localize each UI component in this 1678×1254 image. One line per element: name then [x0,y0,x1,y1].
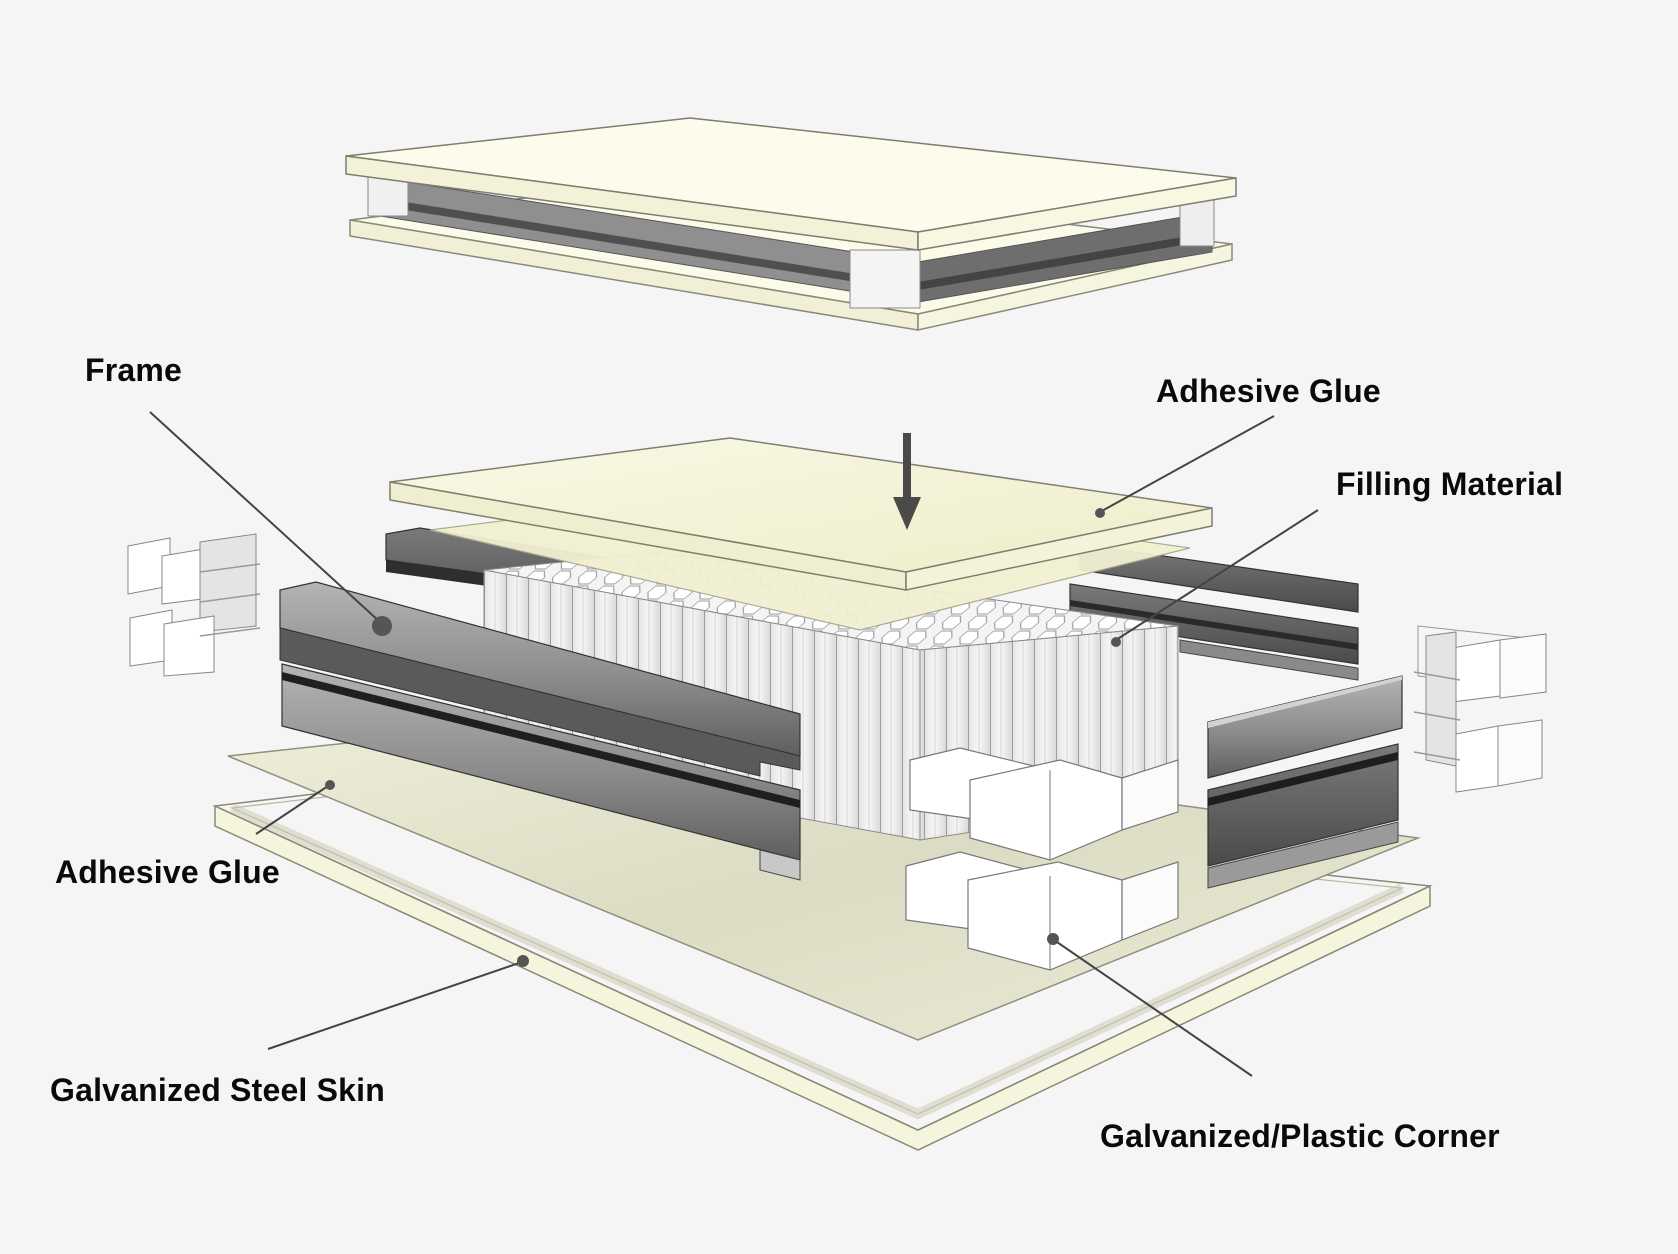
frame-rail-front-right [1207,675,1403,889]
frame-rail-back-right [1069,543,1359,681]
corner-piece-left [127,533,261,677]
leader-adhesive-glue-bottom [255,780,335,835]
label-adhesive-glue-top: Adhesive Glue [1156,373,1381,409]
label-galvanized-plastic-corner: Galvanized/Plastic Corner [1100,1118,1500,1154]
top-glue-sheet [389,437,1213,591]
leader-galvanized-steel-skin [267,955,529,1050]
corner-piece-right [1413,625,1547,793]
label-adhesive-glue-bottom: Adhesive Glue [55,854,280,890]
label-filling-material: Filling Material [1336,466,1564,502]
arrow-down-icon [893,433,921,530]
leader-filling-material [1111,509,1319,647]
corner-blocks-center [905,747,1179,971]
leader-adhesive-glue-top [1095,415,1275,518]
frame-rail-front-left [279,581,801,881]
assembled-panel [345,117,1237,331]
label-galvanized-steel-skin: Galvanized Steel Skin [50,1072,385,1108]
leader-galvanized-plastic-corner [1047,933,1253,1077]
leader-lines [149,411,1319,1077]
label-frame: Frame [85,352,183,388]
leader-frame [149,411,392,636]
